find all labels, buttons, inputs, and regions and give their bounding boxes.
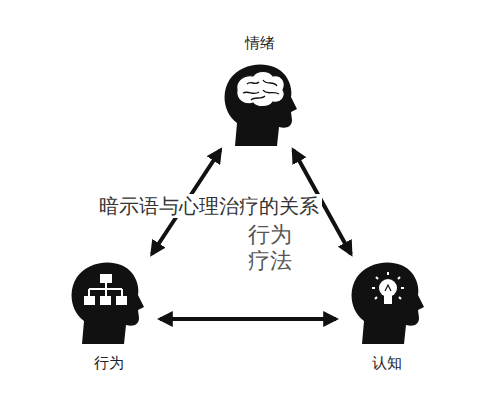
node-label: 情绪: [213, 34, 307, 52]
head-silhouette: [344, 258, 424, 344]
head-silhouette: [217, 60, 297, 146]
emotion-head: 情绪: [213, 34, 307, 146]
double-arrow: [160, 317, 336, 321]
watermark-title: 暗示语与心理治疗的关系: [96, 194, 322, 218]
behavior-head: 行为: [62, 258, 156, 380]
node-label: 行为: [62, 354, 156, 372]
head-silhouette: [64, 258, 144, 344]
cognition-head: 认知: [340, 258, 434, 380]
center-note: 行为疗法: [244, 222, 296, 275]
node-label: 认知: [340, 354, 434, 372]
